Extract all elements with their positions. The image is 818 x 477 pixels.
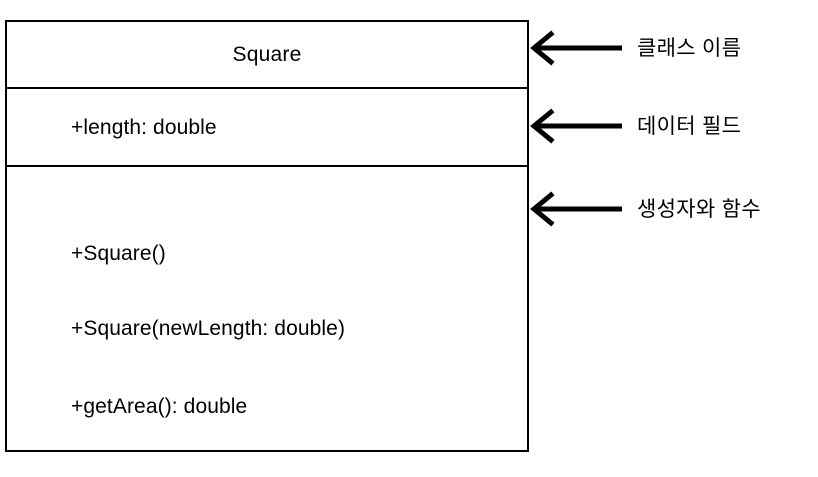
- annotation-label-data-field: 데이터 필드: [637, 114, 742, 138]
- uml-class-name: Square: [232, 43, 302, 66]
- uml-method-1: +Square(newLength: double): [71, 317, 346, 340]
- annotation-label-class-name: 클래스 이름: [637, 36, 742, 60]
- uml-field-0: +length: double: [71, 115, 217, 139]
- annotation-constructors-methods: 생성자와 함수: [529, 191, 761, 227]
- arrow-left-icon: [530, 191, 622, 227]
- uml-field-compartment: +length: double: [7, 89, 527, 167]
- uml-method-compartment: +Square() +Square(newLength: double) +ge…: [7, 167, 527, 450]
- annotation-label-constructors-methods: 생성자와 함수: [637, 197, 761, 221]
- uml-class-box: Square +length: double +Square() +Square…: [5, 20, 529, 452]
- uml-method-0: +Square(): [71, 242, 166, 265]
- arrow-left-icon: [530, 30, 622, 66]
- annotation-class-name: 클래스 이름: [529, 30, 741, 66]
- arrow-left-icon: [530, 108, 622, 144]
- uml-class-name-compartment: Square: [7, 22, 527, 89]
- annotation-data-field: 데이터 필드: [529, 108, 741, 144]
- uml-method-2: +getArea(): double: [71, 395, 248, 418]
